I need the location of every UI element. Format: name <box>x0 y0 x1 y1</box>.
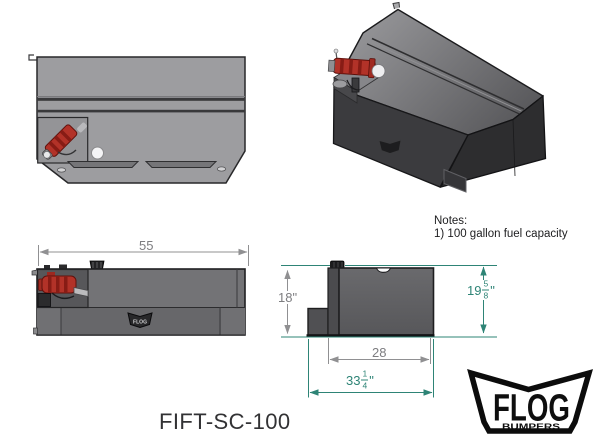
flog-bumpers-logo: FLOG BUMPERS <box>467 369 593 434</box>
slot-left <box>66 161 140 168</box>
pump-hose <box>57 149 77 156</box>
side-view <box>306 260 435 337</box>
side-notch <box>375 267 392 273</box>
fill-cap-top <box>91 146 104 160</box>
top-groove-2 <box>37 109 245 113</box>
dim-label-width-55: 55 <box>139 238 154 253</box>
notes-block: Notes: 1) 100 gallon fuel capacity <box>434 215 568 241</box>
notes-item: 1) 100 gallon fuel capacity <box>434 227 568 240</box>
mount-tab <box>392 1 400 10</box>
vent-ball <box>371 64 386 78</box>
dim-label-depth-28: 28 <box>372 345 387 360</box>
logo-tagline-text: BUMPERS <box>502 423 561 432</box>
side-step <box>307 307 329 336</box>
front-view: FLOG <box>31 260 246 336</box>
fuel-pump-front <box>37 272 89 307</box>
top-groove-1 <box>37 97 245 101</box>
isometric-view <box>327 1 547 193</box>
iso-front-face <box>332 86 469 188</box>
pump-latch <box>77 122 87 133</box>
tank-side-outline <box>338 267 435 336</box>
pump-nozzle <box>73 287 89 297</box>
dim-label-height-18: 18" <box>276 290 300 305</box>
front-brand-emblem <box>127 312 153 329</box>
fuel-pump-top <box>42 124 78 160</box>
iso-brand-emblem <box>378 139 402 154</box>
notes-heading: Notes: <box>434 215 468 227</box>
fuel-pump-iso <box>327 48 386 93</box>
pump-hose <box>51 292 75 300</box>
slot-right <box>144 161 218 168</box>
pump-base <box>37 293 51 307</box>
part-number: FIFT-SC-100 <box>159 409 291 434</box>
logo-brand-text: FLOG <box>493 388 570 430</box>
logo-shield-outline <box>467 369 593 434</box>
iso-skirt-notch <box>443 168 467 193</box>
tank-top-outline <box>36 56 246 184</box>
dimensions-teal <box>281 265 497 398</box>
top-view <box>28 54 246 184</box>
mount-tab <box>28 54 37 61</box>
front-emblem-text: FLOG <box>133 320 147 326</box>
